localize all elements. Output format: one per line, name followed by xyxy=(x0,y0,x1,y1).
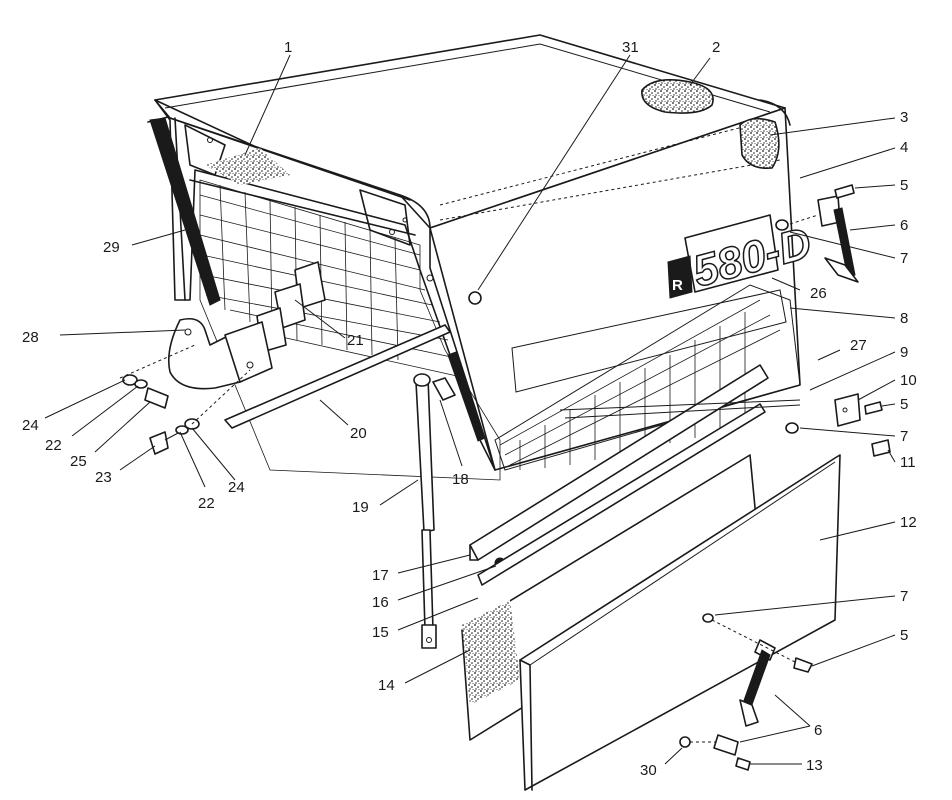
callout-22: 22 xyxy=(198,495,215,512)
callout-19: 19 xyxy=(352,499,369,516)
callout-11: 11 xyxy=(900,454,916,471)
callout-17: 17 xyxy=(372,567,389,584)
latch-plates-21 xyxy=(256,261,326,353)
callout-22: 22 xyxy=(45,437,62,454)
rod-15 xyxy=(477,403,766,586)
callout-3: 3 xyxy=(900,109,908,126)
callout-5: 5 xyxy=(900,177,908,194)
callout-31: 31 xyxy=(622,39,639,56)
bracket-28 xyxy=(167,317,273,390)
callout-7: 7 xyxy=(900,428,908,445)
leader-lines xyxy=(44,54,896,765)
decal-prefix: R xyxy=(672,277,683,294)
callout-10: 10 xyxy=(900,372,917,389)
callout-26: 26 xyxy=(810,285,827,302)
seal-right xyxy=(447,351,486,442)
bolt-18 xyxy=(432,377,456,401)
callout-13: 13 xyxy=(806,757,823,774)
callout-14: 14 xyxy=(378,677,395,694)
callout-27: 27 xyxy=(850,337,867,354)
callout-6: 6 xyxy=(900,217,908,234)
callout-7: 7 xyxy=(900,250,908,267)
callout-2: 2 xyxy=(712,39,720,56)
hinge-6-upper xyxy=(775,184,859,283)
gas-strut-19 xyxy=(413,373,437,649)
callout-5: 5 xyxy=(900,396,908,413)
hinge-6-lower xyxy=(679,613,813,771)
hinge-hardware xyxy=(785,393,891,457)
door-12 xyxy=(519,454,841,791)
seal-29 xyxy=(147,116,221,306)
callout-20: 20 xyxy=(350,425,367,442)
nut-31 xyxy=(468,291,482,305)
foam-2 xyxy=(641,79,714,114)
callout-24: 24 xyxy=(22,417,39,434)
hood-front-frame xyxy=(154,99,501,481)
callout-30: 30 xyxy=(640,762,657,779)
frame-27 xyxy=(559,399,801,419)
callout-labels: 1 2 3 4 5 6 7 8 9 10 5 7 11 12 7 5 6 13 … xyxy=(22,39,917,779)
rear-mesh xyxy=(494,284,801,471)
hardware-left xyxy=(119,344,251,455)
callout-16: 16 xyxy=(372,594,389,611)
callout-24: 24 xyxy=(228,479,245,496)
callout-6: 6 xyxy=(814,722,822,739)
callout-28: 28 xyxy=(22,329,39,346)
callout-4: 4 xyxy=(900,139,908,156)
foam-1 xyxy=(205,148,290,185)
callout-5: 5 xyxy=(900,627,908,644)
callout-23: 23 xyxy=(95,469,112,486)
callout-25: 25 xyxy=(70,453,87,470)
callout-7: 7 xyxy=(900,588,908,605)
strip-20 xyxy=(224,324,451,429)
callout-8: 8 xyxy=(900,310,908,327)
callout-15: 15 xyxy=(372,624,389,641)
channel-17 xyxy=(469,364,769,561)
callout-29: 29 xyxy=(103,239,120,256)
callout-9: 9 xyxy=(900,344,908,361)
foam-3 xyxy=(740,118,779,169)
callout-21: 21 xyxy=(347,332,364,349)
callout-18: 18 xyxy=(452,471,469,488)
callout-1: 1 xyxy=(284,39,292,56)
callout-12: 12 xyxy=(900,514,917,531)
hood-body: 580-D R xyxy=(154,34,817,471)
